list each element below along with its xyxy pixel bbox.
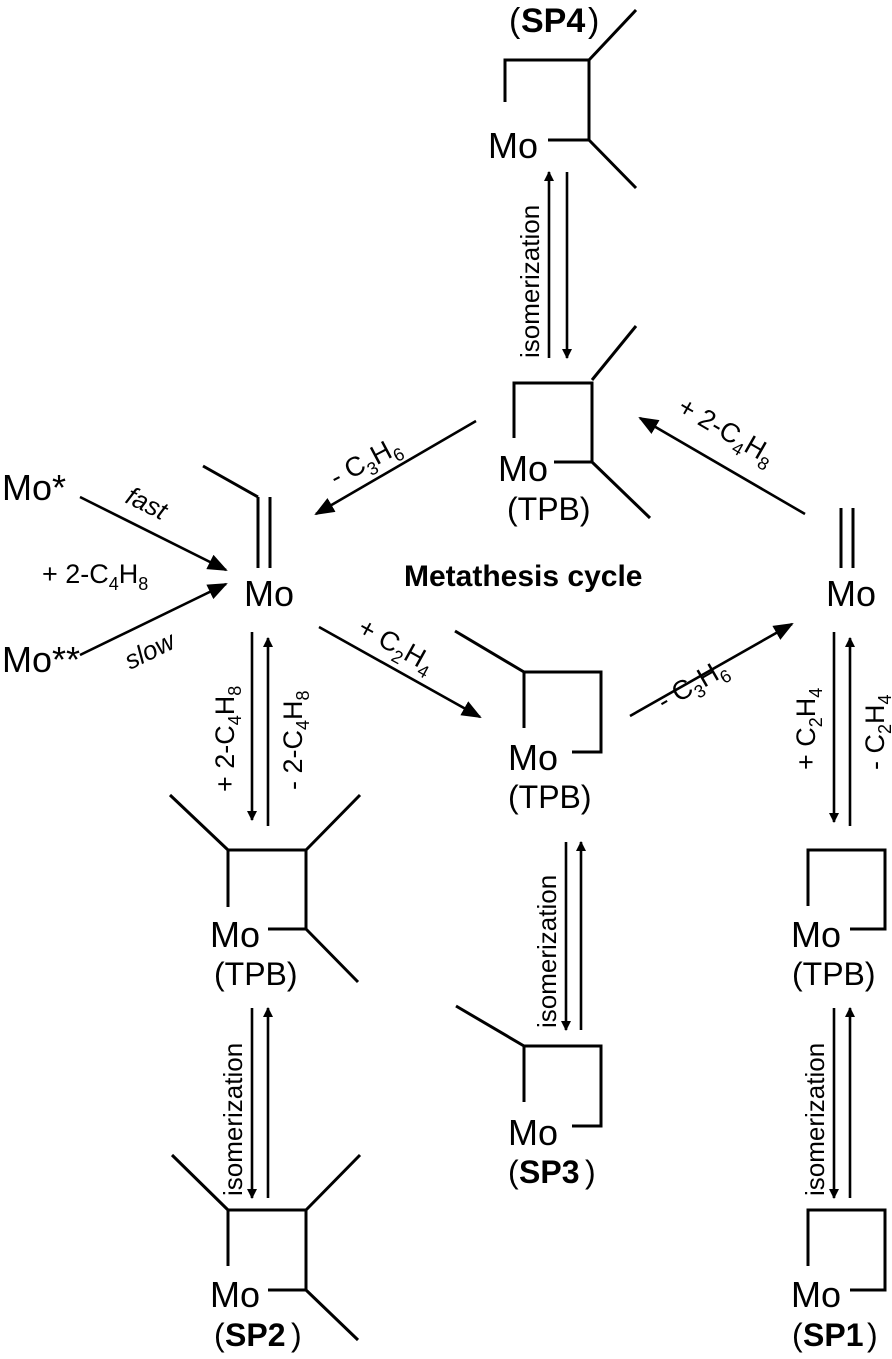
sp4-structure: ( SP4 ) Mo xyxy=(488,2,638,190)
sp2-paren-open: ( xyxy=(214,1317,225,1353)
tpb-left-structure: Mo (TPB) xyxy=(168,793,362,992)
plus-c2h4-h-v: H xyxy=(791,698,821,718)
svg-text:+ 2-C4H8: + 2-C4H8 xyxy=(671,391,781,474)
minus-c3h6-arrow-left: - C3H6 xyxy=(314,419,477,516)
isomerization-label-sp1: isomerization xyxy=(800,1043,830,1196)
plus-c4h8-sub2-init: 8 xyxy=(138,574,148,594)
sp1-mo: Mo xyxy=(791,1274,841,1315)
tpb-center-mo: Mo xyxy=(508,737,558,778)
minus-c4h8-h-v: H xyxy=(278,700,308,720)
isomerization-arrow-sp4: isomerization xyxy=(515,171,572,359)
tpb-top-structure: Mo (TPB) xyxy=(498,325,652,527)
isomerization-arrow-sp1: isomerization xyxy=(800,1007,855,1199)
sp1-structure: Mo ( SP1 ) xyxy=(791,1208,887,1353)
minus-c2h4-h-v: H xyxy=(860,704,890,724)
plus-c4h8-sub-v: 4 xyxy=(225,715,245,725)
sp3-structure: Mo ( SP3 ) xyxy=(455,1004,603,1190)
plus-c2h4-sub2-v: 4 xyxy=(806,688,826,698)
sp2-mo: Mo xyxy=(210,1274,260,1315)
methylidene-mo-label: Mo xyxy=(826,573,876,614)
ethylidene-mo-label: Mo xyxy=(244,573,294,614)
plus-c4h8-h-v: H xyxy=(210,696,240,716)
tpb-right-mo: Mo xyxy=(791,914,841,955)
minus-c2h4-sub-v: 2 xyxy=(875,724,892,734)
isomerization-label-sp2: isomerization xyxy=(218,1043,248,1196)
isomerization-arrow-sp3: isomerization xyxy=(532,841,586,1031)
cycle-title: Metathesis cycle xyxy=(404,560,642,593)
svg-text:- C2H4: - C2H4 xyxy=(860,694,892,770)
tpb-center-label: (TPB) xyxy=(508,779,592,815)
tpb-center-structure: Mo (TPB) xyxy=(454,629,603,815)
sp1-paren-open: ( xyxy=(792,1317,803,1353)
tpb-right-label: (TPB) xyxy=(792,956,876,992)
tpb-top-label: (TPB) xyxy=(507,491,591,527)
sp3-mo: Mo xyxy=(508,1112,558,1153)
svg-text:+ C2H4: + C2H4 xyxy=(791,688,826,770)
plus-c4h8-sub2-v: 8 xyxy=(225,686,245,696)
c2h4-equilibrium-right: + C2H4 - C2H4 xyxy=(791,632,892,826)
sp4-paren-close: ) xyxy=(588,2,599,40)
sp3-paren-close: ) xyxy=(585,1154,596,1190)
tpb-left-mo: Mo xyxy=(210,914,260,955)
minus-c4h8-text-v: - 2-C xyxy=(278,730,308,790)
sp2-structure: Mo ( SP2 ) xyxy=(170,1153,362,1353)
initiation: Mo* Mo** fast slow + 2-C4H8 xyxy=(2,467,228,680)
svg-text:- 2-C4H8: - 2-C4H8 xyxy=(278,690,313,790)
sp4-label: SP4 xyxy=(521,2,585,40)
minus-c2h4-sub2-v: 4 xyxy=(875,694,892,704)
plus-c4h8-arrow-right: + 2-C4H8 xyxy=(638,391,806,516)
minus-c3h6-arrow-right: - C3H6 xyxy=(629,622,794,718)
tpb-left-label: (TPB) xyxy=(214,956,298,992)
minus-c4h8-sub-v: 4 xyxy=(293,720,313,730)
plus-c2h4-sub-v: 2 xyxy=(806,717,826,727)
svg-text:+ 2-C4H8: + 2-C4H8 xyxy=(210,686,245,792)
plus-c4h8-text-v: + 2-C xyxy=(210,725,240,792)
tpb-right-structure: Mo (TPB) xyxy=(791,848,887,992)
svg-text:+ C2H4: + C2H4 xyxy=(351,612,440,683)
minus-c2h4-text-v: - C xyxy=(860,734,890,770)
isomerization-label-sp3: isomerization xyxy=(532,875,562,1028)
sp1-label: SP1 xyxy=(803,1317,863,1353)
plus-c2h4-arrow-center: + C2H4 xyxy=(318,612,482,719)
methylidene-mo: Mo xyxy=(826,508,876,614)
sp2-paren-close: ) xyxy=(291,1317,302,1353)
sp3-label: SP3 xyxy=(519,1154,579,1190)
sp4-paren-open: ( xyxy=(509,2,521,40)
tpb-top-mo: Mo xyxy=(498,448,548,489)
ethylidene-mo: Mo xyxy=(202,464,294,614)
sp3-paren-open: ( xyxy=(508,1154,519,1190)
plus-c2h4-text-v: + C xyxy=(791,727,821,770)
sp1-paren-close: ) xyxy=(867,1317,878,1353)
plus-c4h8-h-init: H xyxy=(119,559,139,589)
mo-double-star: Mo** xyxy=(2,639,80,680)
isomerization-label-sp4: isomerization xyxy=(515,205,545,358)
svg-text:+ 2-C4H8: + 2-C4H8 xyxy=(42,559,148,594)
mo-star: Mo* xyxy=(2,467,66,508)
svg-text:- C3H6: - C3H6 xyxy=(325,430,408,496)
minus-c4h8-sub2-v: 8 xyxy=(293,690,313,700)
sp4-mo: Mo xyxy=(488,125,538,166)
plus-c4h8-sub-init: 4 xyxy=(109,574,119,594)
fast-label: fast xyxy=(121,480,173,526)
minus-c3h6-text-b: - C xyxy=(652,672,698,716)
sp2-label: SP2 xyxy=(225,1317,285,1353)
plus-c4h8-text-init: + 2-C xyxy=(42,559,109,589)
isomerization-arrow-sp2: isomerization xyxy=(218,1007,273,1199)
c4h8-equilibrium-left: + 2-C4H8 - 2-C4H8 xyxy=(210,632,313,826)
